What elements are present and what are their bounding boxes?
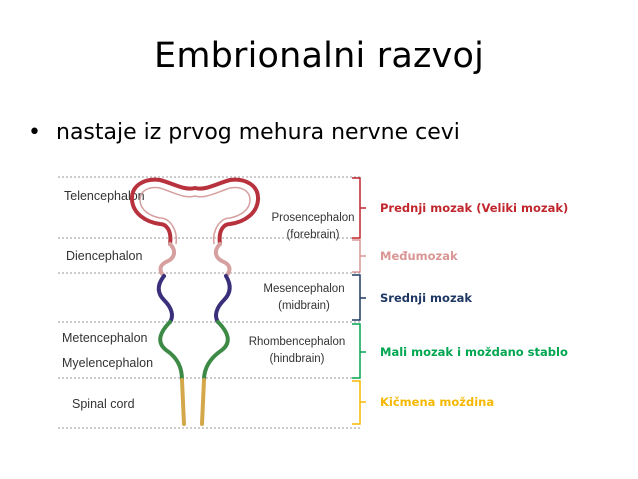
region-label: Kičmena moždina [380, 395, 494, 409]
left-label: Diencephalon [66, 249, 142, 263]
left-label: Myelencephalon [62, 356, 153, 370]
middle-label: Prosencephalon [271, 212, 354, 224]
middle-label-sub: (forebrain) [286, 229, 339, 241]
midbrain-tube-right [216, 276, 230, 322]
diencephalon-tube-right [216, 244, 230, 276]
middle-label: Rhombencephalon [249, 336, 346, 348]
spinal-cord-left [182, 380, 184, 424]
middle-label-sub: (midbrain) [278, 300, 330, 312]
hindbrain-tube-right [204, 322, 228, 380]
left-label: Spinal cord [72, 397, 135, 411]
bracket-hindbrain [352, 324, 366, 378]
midbrain-tube-left [159, 276, 172, 322]
hindbrain-tube-left [160, 322, 182, 380]
bracket-diencephalon [352, 240, 366, 272]
forebrain-cavity [140, 188, 250, 245]
forebrain-tube [132, 180, 258, 244]
diencephalon-tube-left [161, 244, 175, 276]
middle-label: Mesencephalon [263, 283, 344, 295]
region-label: Mali mozak i moždano stablo [380, 345, 568, 359]
middle-label-sub: (hindbrain) [270, 353, 325, 365]
left-label: Metencephalon [62, 331, 148, 345]
region-label: Srednji mozak [380, 291, 472, 305]
bracket-forebrain [352, 178, 366, 238]
region-label: Međumozak [380, 249, 458, 263]
spinal-cord-right [202, 380, 204, 424]
bracket-spinal [352, 381, 366, 424]
bracket-midbrain [352, 275, 366, 320]
region-label: Prednji mozak (Veliki mozak) [380, 201, 568, 215]
